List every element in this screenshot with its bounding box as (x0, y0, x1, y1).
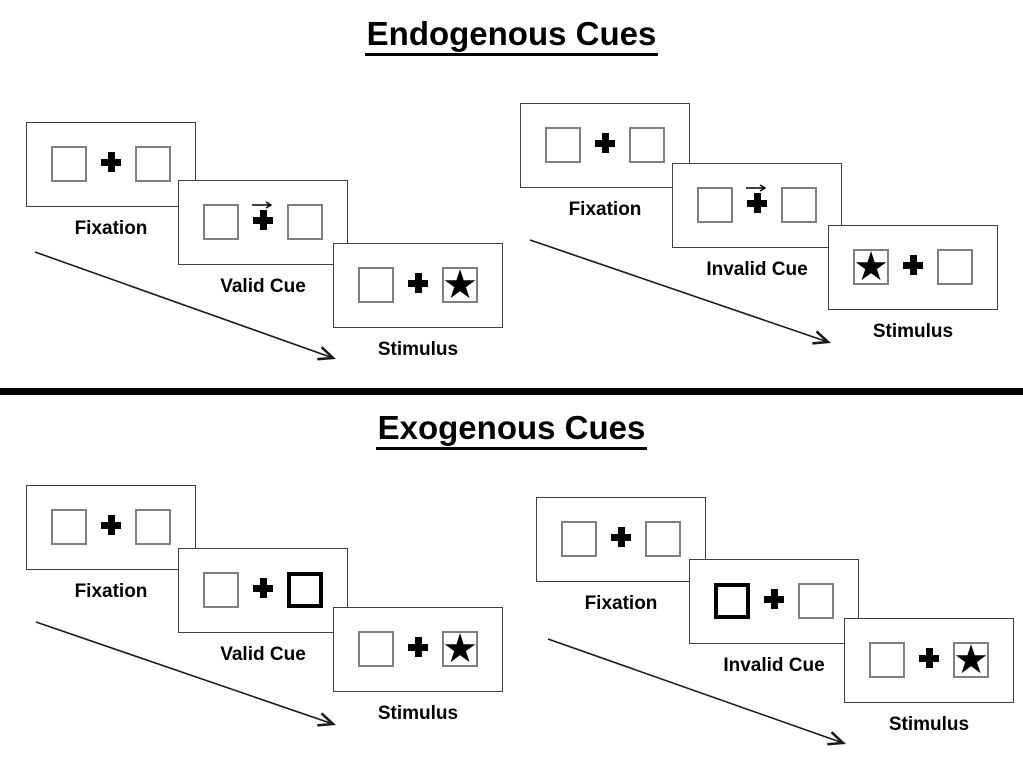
exogenous-invalid-fixation-panel (536, 497, 706, 582)
endogenous-invalid-stimulus-box-right (937, 249, 973, 285)
exogenous-invalid-stimulus-box-left (869, 642, 905, 678)
exogenous-valid-stimulus-label: Stimulus (377, 703, 459, 724)
endogenous-invalid-invalid-cue-label: Invalid Cue (706, 259, 808, 280)
endogenous-valid-valid-cue-box-left (203, 204, 239, 240)
exogenous-valid-valid-cue-box-left (203, 572, 239, 608)
endogenous-valid-fixation-box-right (135, 146, 171, 182)
endogenous-invalid-invalid-cue-panel (672, 163, 842, 248)
exogenous-valid-valid-cue-label: Valid Cue (220, 644, 306, 665)
endogenous-valid-timeline-arrow (34, 251, 336, 361)
exogenous-valid-fixation-box-right (135, 509, 171, 545)
exogenous-invalid-fixation-box-left (561, 521, 597, 557)
exogenous-title: Exogenous Cues (0, 408, 1023, 450)
endogenous-invalid-fixation-box-right (629, 127, 665, 163)
fixation-plus-icon (101, 152, 121, 172)
endogenous-valid-stimulus-panel: ★ (333, 243, 503, 328)
endogenous-valid-fixation-box-left (51, 146, 87, 182)
exogenous-invalid-fixation-label: Fixation (584, 593, 658, 614)
cue-arrow-right-icon (746, 184, 767, 192)
cue-arrow-right-icon (252, 201, 273, 209)
exogenous-valid-fixation-label: Fixation (74, 581, 148, 602)
exogenous-valid-fixation-panel (26, 485, 196, 570)
fixation-plus-icon (611, 527, 631, 547)
endogenous-invalid-stimulus-label: Stimulus (872, 321, 954, 342)
endogenous-valid-valid-cue-label: Valid Cue (220, 276, 306, 297)
fixation-plus-icon (919, 648, 939, 668)
exogenous-valid-fixation-box-left (51, 509, 87, 545)
exogenous-invalid-stimulus-panel: ★ (844, 618, 1014, 703)
fixation-plus-icon (764, 589, 784, 609)
endogenous-invalid-invalid-cue-box-left (697, 187, 733, 223)
endogenous-valid-fixation-label: Fixation (74, 218, 148, 239)
fixation-plus-icon (101, 515, 121, 535)
exogenous-valid-target-box-right: ★ (442, 626, 478, 672)
exogenous-invalid-target-box-right: ★ (953, 637, 989, 683)
exogenous-valid-valid-cue-panel (178, 548, 348, 633)
endogenous-invalid-fixation-box-left (545, 127, 581, 163)
endogenous-valid-stimulus-label: Stimulus (377, 339, 459, 360)
exogenous-valid-stimulus-box-left (358, 631, 394, 667)
endogenous-invalid-invalid-cue-box-right (781, 187, 817, 223)
endogenous-invalid-fixation-panel (520, 103, 690, 188)
endogenous-valid-valid-cue-box-right (287, 204, 323, 240)
endogenous-valid-stimulus-box-left (358, 267, 394, 303)
exogenous-invalid-invalid-cue-panel (689, 559, 859, 644)
endogenous-invalid-fixation-label: Fixation (568, 199, 642, 220)
exogenous-invalid-cue-box-left (714, 583, 750, 619)
fixation-plus-icon (253, 210, 273, 230)
endogenous-invalid-timeline-arrow (529, 239, 831, 345)
fixation-plus-icon (903, 255, 923, 275)
exogenous-valid-stimulus-panel: ★ (333, 607, 503, 692)
endogenous-title-text: Endogenous Cues (364, 15, 659, 56)
exogenous-invalid-timeline-arrow (547, 638, 846, 746)
fixation-plus-icon (253, 578, 273, 598)
exogenous-invalid-invalid-cue-label: Invalid Cue (723, 655, 825, 676)
exogenous-valid-timeline-arrow (35, 621, 336, 727)
endogenous-invalid-stimulus-panel: ★ (828, 225, 998, 310)
endogenous-valid-valid-cue-panel (178, 180, 348, 265)
endogenous-valid-fixation-panel (26, 122, 196, 207)
section-divider (0, 388, 1023, 395)
exogenous-title-text: Exogenous Cues (375, 409, 648, 450)
fixation-plus-icon (408, 273, 428, 293)
exogenous-invalid-fixation-box-right (645, 521, 681, 557)
endogenous-valid-target-box-right: ★ (442, 262, 478, 308)
endogenous-title: Endogenous Cues (0, 14, 1023, 56)
fixation-plus-icon (595, 133, 615, 153)
fixation-plus-icon (408, 637, 428, 657)
exogenous-invalid-invalid-cue-box-right (798, 583, 834, 619)
fixation-plus-icon (747, 193, 767, 213)
endogenous-invalid-target-box-left: ★ (853, 244, 889, 290)
star-icon: ★ (953, 637, 989, 683)
star-icon: ★ (442, 626, 478, 672)
exogenous-invalid-stimulus-label: Stimulus (888, 714, 970, 735)
exogenous-valid-cue-box-right (287, 572, 323, 608)
star-icon: ★ (442, 262, 478, 308)
star-icon: ★ (853, 244, 889, 290)
